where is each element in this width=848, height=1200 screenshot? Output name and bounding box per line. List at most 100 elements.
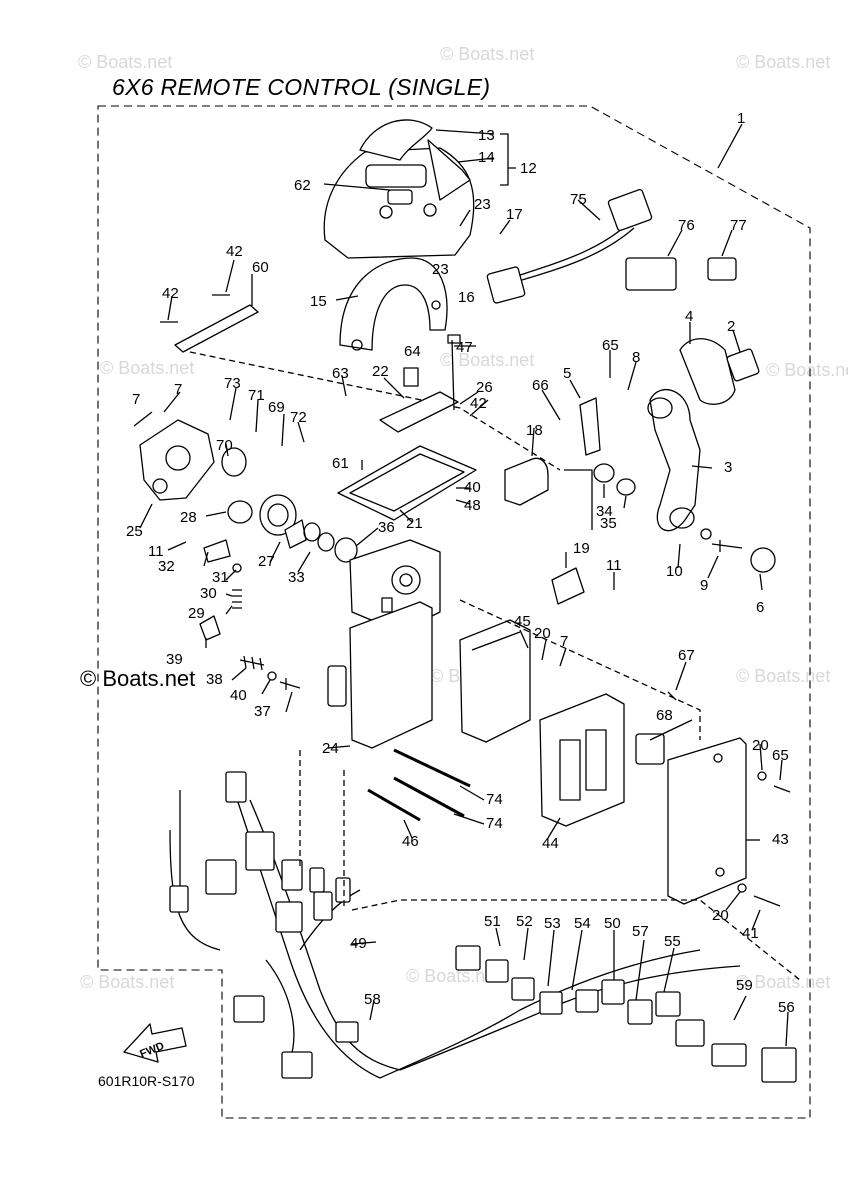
watermark-main: © Boats.net [80, 666, 196, 691]
callout: 35 [600, 515, 617, 532]
callout: 77 [730, 217, 747, 234]
callout: 15 [310, 293, 327, 310]
callout: 40 [230, 687, 247, 704]
callout: 23 [432, 261, 449, 278]
switch-block-44 [539, 693, 625, 827]
callout: 4 [685, 308, 693, 325]
callout: 51 [484, 913, 501, 930]
bolt-9 [711, 540, 743, 552]
callout: 70 [216, 437, 233, 454]
callout: 40 [464, 479, 481, 496]
bolt-37 [279, 678, 301, 690]
callout: 38 [206, 671, 223, 688]
connector-76 [625, 257, 677, 291]
callout: 25 [126, 523, 143, 540]
harness-connectors [169, 771, 797, 1083]
callout: 63 [332, 365, 349, 382]
watermark: © Boats.net [78, 52, 173, 72]
cap-77 [707, 257, 737, 281]
drawing-code: 601R10R-S170 [98, 1073, 195, 1089]
callout: 59 [736, 977, 753, 994]
assembly-boundary [97, 105, 811, 1119]
callout: 48 [464, 497, 481, 514]
plate-32 [203, 539, 231, 563]
callout: 47 [456, 339, 473, 356]
callout: 7 [560, 633, 568, 650]
callout: 22 [372, 363, 389, 380]
callout: 7 [174, 381, 182, 398]
part-70 [221, 447, 247, 477]
washer-40 [267, 671, 277, 681]
callout: 8 [632, 349, 640, 366]
callout: 10 [666, 563, 683, 580]
screw-65 [773, 785, 791, 793]
callout: 31 [212, 569, 229, 586]
bushing-36 [334, 537, 358, 563]
callout-labels: 1 2 3 4 5 6 7 7 7 8 9 10 11 11 12 13 14 … [126, 110, 795, 1061]
throttle-lever [647, 338, 760, 532]
module-45 [459, 619, 531, 743]
watermark: © Boats.net [80, 972, 175, 992]
screw-67 [667, 691, 677, 701]
callout: 41 [742, 925, 759, 942]
callout: 37 [254, 703, 271, 720]
stopper-5 [579, 397, 601, 456]
watermark: © Boats.net [736, 52, 831, 72]
callout: 52 [516, 913, 533, 930]
watermark: © Boats.net [440, 350, 535, 370]
callout: 11 [606, 557, 622, 574]
callout: 13 [478, 127, 495, 144]
callout: 12 [520, 160, 537, 177]
ball-31 [232, 563, 242, 573]
spring-38 [239, 655, 265, 671]
callout: 3 [724, 459, 732, 476]
callout: 53 [544, 915, 561, 932]
callout: 50 [604, 915, 621, 932]
watermark: © Boats.net [406, 966, 501, 986]
callout: 5 [563, 365, 571, 382]
washer-20a [757, 771, 767, 781]
watermark: © Boats.net [736, 972, 831, 992]
callout: 72 [290, 409, 307, 426]
plate-43 [667, 737, 747, 905]
ring-28 [227, 500, 253, 524]
callout: 62 [294, 177, 311, 194]
callout: 64 [404, 343, 421, 360]
lead-harness [486, 189, 653, 304]
callout: 42 [470, 395, 487, 412]
callout: 73 [224, 375, 241, 392]
washer-10 [700, 528, 712, 540]
callout: 17 [506, 206, 523, 223]
callout: 66 [532, 377, 549, 394]
callout: 20 [752, 737, 769, 754]
callout: 6 [756, 599, 764, 616]
bolt-47 [451, 339, 455, 411]
callout: 60 [252, 259, 269, 276]
callout: 76 [678, 217, 695, 234]
watermark: © Boats.net [766, 360, 848, 380]
connector-68 [635, 733, 665, 765]
bracket-60 [174, 304, 259, 353]
washer-33b [317, 532, 335, 552]
upper-bracket [339, 257, 448, 351]
callout: 14 [478, 149, 495, 166]
fwd-arrow [123, 1023, 187, 1063]
callout: 20 [712, 907, 729, 924]
diagram-title: 6X6 REMOTE CONTROL (SINGLE) [112, 74, 491, 100]
washer-20c [737, 883, 747, 893]
washer-33a [303, 522, 321, 542]
callout: 19 [573, 540, 590, 557]
gear-27 [259, 494, 307, 549]
callout: 24 [322, 740, 339, 757]
callout: 67 [678, 647, 695, 664]
callout: 39 [166, 651, 183, 668]
callout: 74 [486, 791, 503, 808]
callout: 28 [180, 509, 197, 526]
callout: 11 [148, 543, 164, 560]
tie-74b [393, 776, 465, 818]
callout: 23 [474, 196, 491, 213]
callout: 45 [514, 613, 531, 630]
callout: 29 [188, 605, 205, 622]
